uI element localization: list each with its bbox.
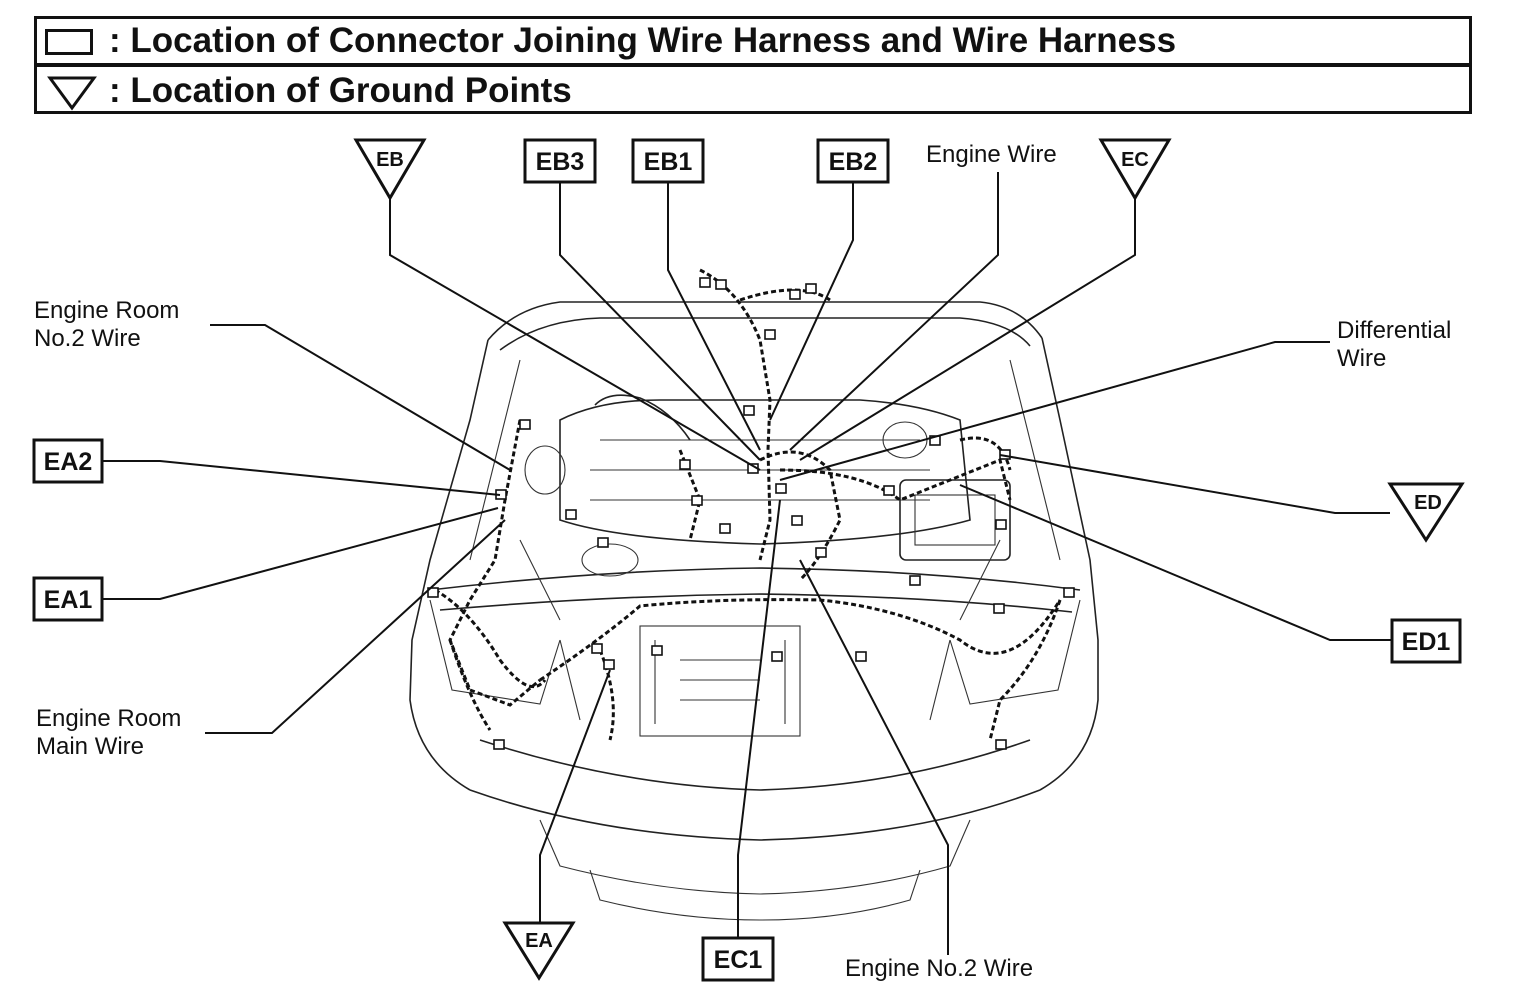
leader-ed bbox=[999, 454, 1390, 514]
connector-symbol-icon bbox=[45, 29, 93, 55]
connector-ec1: EC1 bbox=[701, 936, 775, 982]
engine-wire-label: Engine Wire bbox=[926, 141, 1057, 168]
leader-ec1 bbox=[737, 499, 781, 938]
leader-differential bbox=[779, 341, 1330, 481]
connector-ed1: ED1 bbox=[1390, 618, 1462, 664]
legend-connector-text: : Location of Connector Joining Wire Har… bbox=[109, 21, 1177, 60]
differential-wire-label-line1: Differential bbox=[1337, 317, 1451, 344]
ground-ea-label: EA bbox=[525, 930, 553, 952]
ground-ed-label: ED bbox=[1414, 492, 1442, 514]
connector-ea2-label: EA2 bbox=[44, 448, 93, 476]
connector-ed1-label: ED1 bbox=[1402, 628, 1451, 656]
legend-ground-text: : Location of Ground Points bbox=[109, 71, 572, 110]
leader-ea bbox=[539, 669, 611, 923]
connector-ea2: EA2 bbox=[32, 438, 104, 484]
engine-room-main-label-line2: Main Wire bbox=[36, 733, 144, 760]
leader-ea2 bbox=[102, 460, 501, 496]
engine-room-main-label-line1: Engine Room bbox=[36, 705, 181, 732]
ground-ea: EA bbox=[502, 921, 576, 981]
leader-lines bbox=[102, 172, 1392, 955]
wire-harnesses bbox=[434, 268, 1062, 741]
engine-room-no2-label-line1: Engine Room bbox=[34, 297, 179, 324]
leader-ea1 bbox=[102, 507, 499, 600]
leader-eb bbox=[389, 198, 761, 471]
ground-eb: EB bbox=[353, 138, 427, 201]
connector-eb1-label: EB1 bbox=[644, 148, 693, 176]
connector-eb2-label: EB2 bbox=[829, 148, 878, 176]
differential-wire-label-line2: Wire bbox=[1337, 345, 1386, 372]
connector-eb3: EB3 bbox=[523, 138, 597, 184]
vehicle-outline bbox=[409, 301, 1099, 921]
leader-ec bbox=[799, 198, 1136, 461]
connector-eb3-label: EB3 bbox=[536, 148, 585, 176]
legend-connector-row: : Location of Connector Joining Wire Har… bbox=[34, 16, 1472, 66]
ground-symbol-icon bbox=[47, 76, 97, 111]
engine-no2-wire-label: Engine No.2 Wire bbox=[845, 955, 1033, 982]
leader-eb2 bbox=[769, 182, 854, 421]
leader-engine-room-main bbox=[205, 519, 506, 734]
connector-ec1-label: EC1 bbox=[714, 946, 763, 974]
engine-room-no2-label-line2: No.2 Wire bbox=[34, 325, 141, 352]
leader-eb1 bbox=[667, 182, 761, 451]
leader-eb3 bbox=[559, 182, 761, 461]
leader-engine-no2 bbox=[799, 559, 949, 955]
ground-ec-label: EC bbox=[1121, 149, 1149, 171]
ground-ed: ED bbox=[1387, 482, 1465, 543]
connector-ea1: EA1 bbox=[32, 576, 104, 622]
leader-engine-room-no2 bbox=[210, 324, 511, 471]
ground-ec: EC bbox=[1098, 138, 1172, 201]
connector-eb2: EB2 bbox=[816, 138, 890, 184]
leader-engine-wire bbox=[789, 172, 999, 451]
harness-connectors bbox=[427, 277, 1075, 750]
connector-ea1-label: EA1 bbox=[44, 586, 93, 614]
ground-eb-label: EB bbox=[376, 149, 404, 171]
connector-eb1: EB1 bbox=[631, 138, 705, 184]
leader-ed1 bbox=[959, 484, 1392, 641]
legend-ground-row: : Location of Ground Points bbox=[34, 64, 1472, 114]
